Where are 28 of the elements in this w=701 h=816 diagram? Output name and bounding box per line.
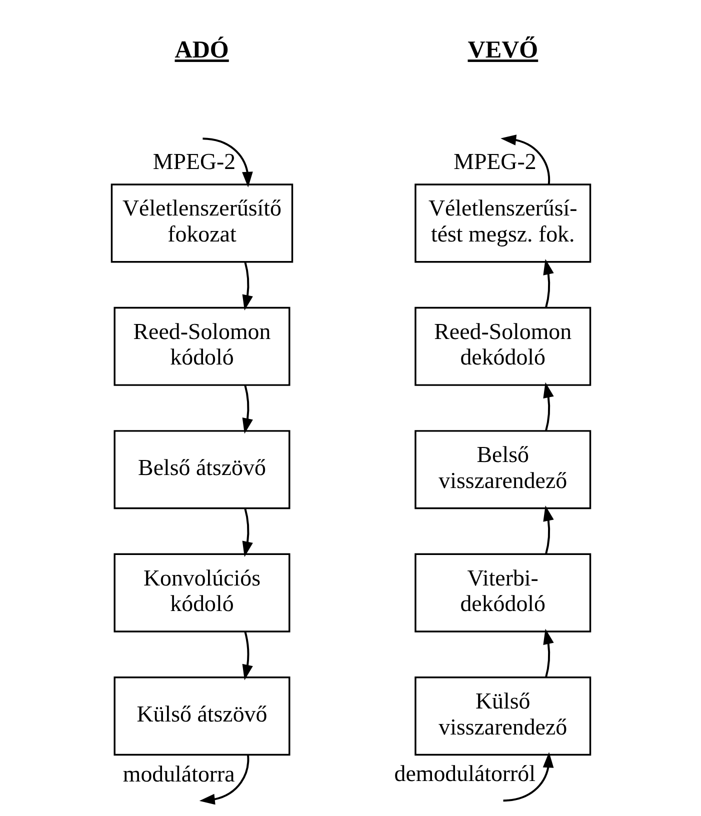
arrow — [242, 262, 252, 311]
node-box: Véletlenszerűsí- tést megsz. fok. — [414, 184, 591, 263]
arrow — [542, 259, 554, 308]
edge-label: MPEG-2 — [453, 148, 536, 174]
arrow — [542, 506, 554, 554]
arrow — [542, 628, 554, 678]
node-box: Viterbi- dekódoló — [414, 553, 591, 632]
arrow — [242, 385, 252, 434]
arrow — [242, 508, 252, 557]
node-box: Külső visszarendező — [414, 676, 591, 756]
node-box: Reed-Solomon dekódoló — [414, 306, 591, 386]
arrow — [198, 755, 249, 805]
edge-label: modulátorra — [122, 761, 234, 786]
node-box: Konvolúciós kódoló — [113, 553, 290, 632]
node-box: Belső átszövő — [113, 430, 290, 510]
edge-label: demodulátorról — [394, 761, 535, 786]
node-box: Reed-Solomon kódoló — [113, 306, 290, 386]
arrow — [542, 382, 554, 432]
arrow — [502, 752, 554, 802]
arrow — [500, 134, 550, 184]
node-box: Külső átszövő — [113, 676, 290, 756]
node-box: Belső visszarendező — [414, 430, 591, 510]
node-box: Véletlenszerűsítő fokozat — [110, 184, 293, 263]
label: ADÓ — [174, 36, 228, 64]
label: VEVŐ — [467, 36, 538, 64]
arrow — [242, 631, 252, 680]
arrow — [202, 138, 252, 188]
edge-label: MPEG-2 — [152, 149, 236, 174]
